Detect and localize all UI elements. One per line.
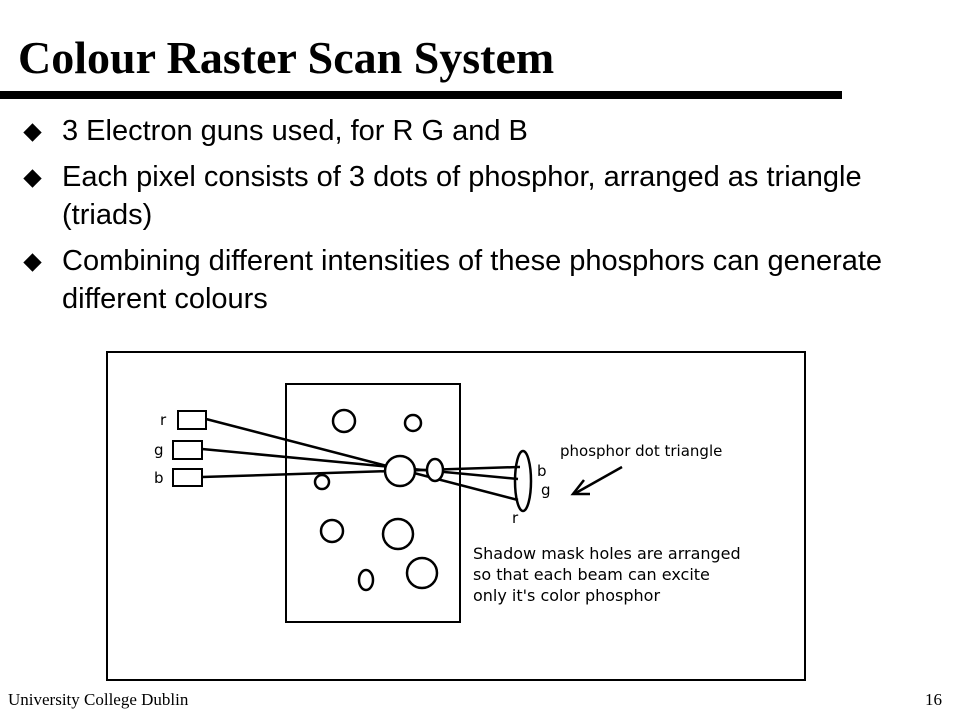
bullet-item: Combining different intensities of these…: [23, 242, 924, 318]
caption-line: Shadow mask holes are arranged: [473, 544, 741, 563]
shadow-mask-plate: [285, 383, 461, 623]
dot-label-b: b: [537, 462, 547, 480]
bullet-item: 3 Electron guns used, for R G and B: [23, 112, 924, 150]
slide-title: Colour Raster Scan System: [18, 32, 555, 83]
title-underline: [0, 91, 842, 99]
blue-gun: [172, 468, 203, 487]
diamond-bullet-icon: [23, 123, 42, 142]
gun-label-r: r: [160, 411, 167, 429]
diagram-canvas: r g b b g r phosphor dot triang: [106, 351, 806, 681]
caption-line: so that each beam can excite: [473, 565, 710, 584]
footer-page-number: 16: [925, 690, 942, 709]
electron-beams: [201, 417, 520, 502]
gun-label-g: g: [154, 441, 164, 459]
annotation-label: phosphor dot triangle: [560, 442, 722, 460]
gun-label-b: b: [154, 469, 164, 487]
shadow-mask-diagram: r g b b g r phosphor dot triang: [106, 351, 806, 681]
arrow-icon: [570, 465, 623, 496]
mask-holes: [313, 408, 445, 592]
footer-institution: University College Dublin: [8, 690, 189, 709]
bullet-text: Combining different intensities of these…: [62, 245, 883, 315]
bullet-text: 3 Electron guns used, for R G and B: [62, 115, 528, 147]
caption-line: only it's color phosphor: [473, 586, 660, 605]
diagram-frame: [106, 351, 806, 681]
diamond-bullet-icon: [23, 253, 42, 272]
dot-label-r: r: [512, 509, 519, 527]
bullet-text: Each pixel consists of 3 dots of phospho…: [62, 161, 862, 231]
diamond-bullet-icon: [23, 169, 42, 188]
phosphor-dot-triangle: [513, 449, 533, 513]
dot-label-g: g: [541, 481, 551, 499]
bullet-item: Each pixel consists of 3 dots of phospho…: [23, 158, 924, 234]
bullet-list: 3 Electron guns used, for R G and B Each…: [23, 112, 924, 326]
